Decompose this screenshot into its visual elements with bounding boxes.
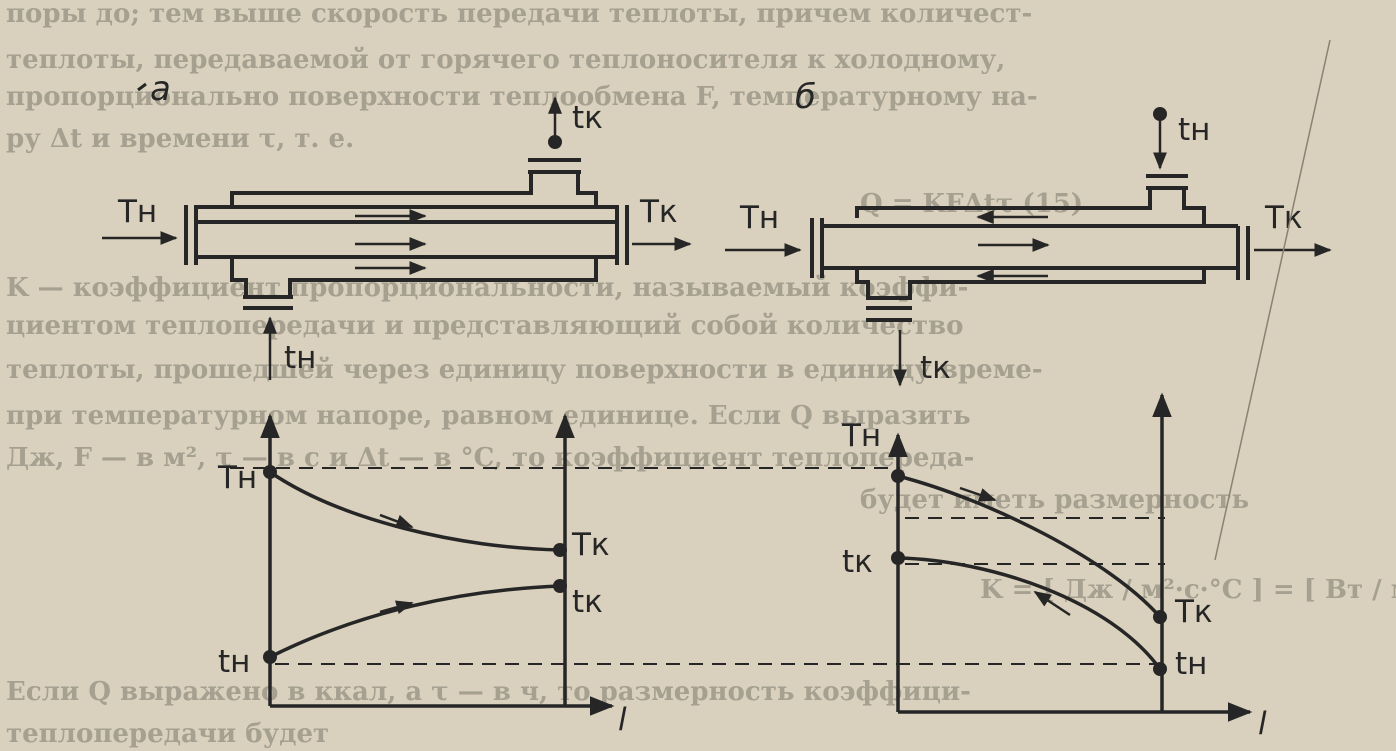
exchanger-a <box>102 96 692 380</box>
graph-a-cold-end-dot <box>553 579 567 593</box>
graph-b-hot-end-label: Tк <box>1174 594 1213 630</box>
bg-line-8: теплоты, прошедшей через единицу поверхн… <box>6 355 1043 385</box>
graph-b-x-label: l <box>1258 706 1267 742</box>
graph-a-hot-start-dot <box>263 465 277 479</box>
hot-in-a-label: Tн <box>117 194 157 230</box>
cold-out-a-label: tк <box>572 100 603 136</box>
hot-out-a-label: Tк <box>639 194 678 230</box>
shell-b-bottom <box>855 268 1206 300</box>
graph-b-hot-start-label: Tн <box>841 418 881 454</box>
bg-line-7: циентом теплопередачи и представляющий с… <box>6 311 963 341</box>
shell-a-top <box>230 170 598 207</box>
graph-b-cold-end-dot <box>891 551 905 565</box>
graph-b-hot-arrow <box>959 486 997 502</box>
bg-line-9: при температурном напоре, равном единице… <box>6 401 971 431</box>
graph-a-cold-curve <box>269 584 561 659</box>
bg-line-4: ру Δt и времени τ, т. е. <box>6 124 354 154</box>
graph-b-cold-start-dot <box>1153 662 1167 676</box>
graph-a-hot-end-label: Tк <box>571 527 610 563</box>
graph-a-hot-curve <box>269 470 561 552</box>
graph-b-cold-arrow <box>1033 590 1071 617</box>
graph-b-hot-end-dot <box>1153 610 1167 624</box>
graph-a-hot-start-label: Tн <box>217 460 257 496</box>
graph-b-cold-end-label: tк <box>842 544 873 580</box>
bg-line-1: поры до; тем выше скорость передачи тепл… <box>6 0 1032 29</box>
graph-a-cold-arrow <box>379 600 414 615</box>
pencil-mark <box>1214 39 1331 561</box>
cold-out-b-label: tк <box>920 350 951 386</box>
graph-a-cold-start-dot <box>263 650 277 664</box>
bg-line-13: Если Q выражено в ккал, а τ — в ч, то ра… <box>6 677 971 707</box>
bg-line-11: будет иметь размерность <box>860 485 1249 515</box>
graph-b-hot-start-dot <box>891 469 905 483</box>
graph-b-cold-curve <box>897 556 1162 671</box>
bg-line-6: K — коэффициент пропорциональности, назы… <box>6 273 968 303</box>
graph-b-cold-start-label: tн <box>1175 646 1207 682</box>
bg-line-2: теплоты, передаваемой от горячего теплон… <box>6 45 1005 75</box>
panel-a-tick <box>137 82 147 92</box>
panel-a: a Tн Tк tк tн <box>102 69 1160 738</box>
graph-a-hot-end-dot <box>553 543 567 557</box>
graph-b: Tн Tк tк tн l <box>841 392 1267 742</box>
graph-a-hot-arrow <box>379 513 414 529</box>
cold-in-b-label: tн <box>1178 112 1210 148</box>
exchanger-b <box>725 107 1332 387</box>
hot-out-b-label: Tк <box>1264 200 1303 236</box>
graph-a-cold-end-label: tк <box>572 584 603 620</box>
graph-a-cold-start-label: tн <box>218 644 250 680</box>
graph-a: Tн Tк tн tк l <box>217 413 1160 738</box>
hot-in-b-label: Tн <box>739 200 779 236</box>
bg-line-14: теплопередачи будет <box>6 719 329 749</box>
panel-b-letter: б <box>795 77 816 117</box>
cold-in-a-label: tн <box>284 340 316 376</box>
graph-a-x-label: l <box>618 702 627 738</box>
bg-line-5: Q = KFΔtτ (15) <box>860 189 1083 219</box>
panel-b: б Tн Tк tн tк <box>725 77 1332 742</box>
panel-a-letter: a <box>150 69 171 109</box>
graph-b-hot-curve <box>897 474 1162 619</box>
bg-line-3: пропорционально поверхности теплообмена … <box>6 82 1038 112</box>
